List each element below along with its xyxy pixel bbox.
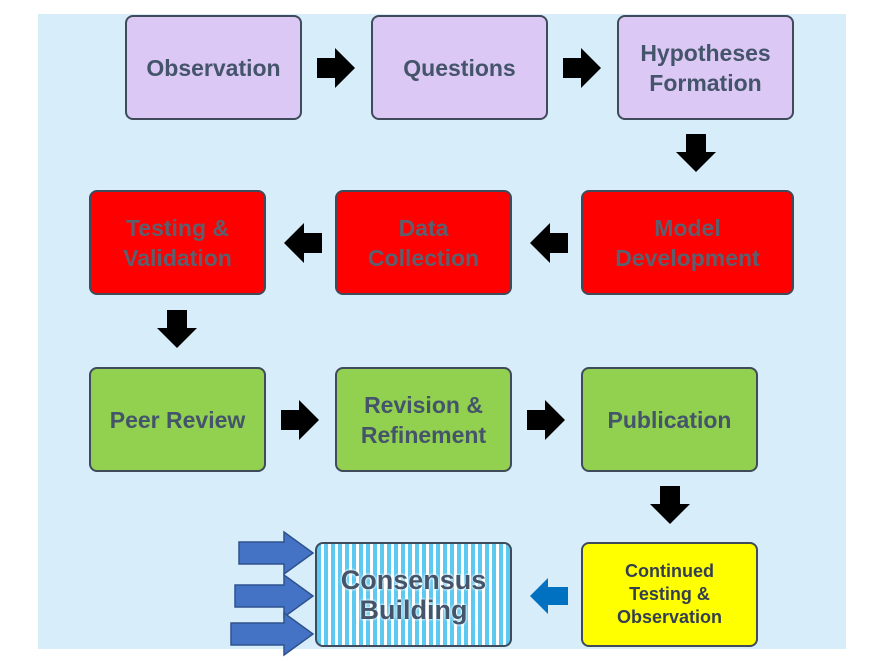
revision-refinement-label: Revision & Refinement bbox=[360, 391, 487, 448]
model-development-box: Model Development bbox=[581, 190, 794, 295]
arrow-down-icon bbox=[157, 310, 197, 348]
hypotheses-formation-label: Hypotheses Formation bbox=[640, 39, 771, 96]
publication-box: Publication bbox=[581, 367, 758, 472]
arrow-right-icon bbox=[317, 48, 355, 88]
peer-review-label: Peer Review bbox=[109, 406, 246, 433]
observation-box: Observation bbox=[125, 15, 302, 120]
testing-validation-box: Testing & Validation bbox=[89, 190, 266, 295]
arrow-left-icon bbox=[284, 223, 322, 263]
arrow-right-icon bbox=[527, 400, 565, 440]
peer-review-box: Peer Review bbox=[89, 367, 266, 472]
consensus-building-box: Consensus Building bbox=[315, 542, 512, 647]
data-collection-label: Data Collection bbox=[367, 214, 480, 271]
consensus-building-label: Consensus Building bbox=[340, 564, 487, 625]
blue-arrow-left-icon bbox=[530, 578, 568, 614]
arrow-down-icon bbox=[650, 486, 690, 524]
revision-refinement-box: Revision & Refinement bbox=[335, 367, 512, 472]
arrow-right-icon bbox=[563, 48, 601, 88]
continued-testing-box: Continued Testing & Observation bbox=[581, 542, 758, 647]
blue-arrow-right-icon bbox=[230, 611, 315, 657]
testing-validation-label: Testing & Validation bbox=[123, 214, 232, 271]
blue-arrow-right-icon bbox=[234, 573, 315, 619]
observation-label: Observation bbox=[146, 54, 281, 81]
arrow-down-icon bbox=[676, 134, 716, 172]
continued-testing-label: Continued Testing & Observation bbox=[616, 561, 723, 627]
questions-box: Questions bbox=[371, 15, 548, 120]
questions-label: Questions bbox=[403, 54, 516, 81]
publication-label: Publication bbox=[607, 406, 732, 433]
model-development-label: Model Development bbox=[615, 214, 760, 271]
data-collection-box: Data Collection bbox=[335, 190, 512, 295]
hypotheses-formation-box: Hypotheses Formation bbox=[617, 15, 794, 120]
arrow-right-icon bbox=[281, 400, 319, 440]
blue-arrow-right-icon bbox=[238, 530, 315, 576]
arrow-left-icon bbox=[530, 223, 568, 263]
